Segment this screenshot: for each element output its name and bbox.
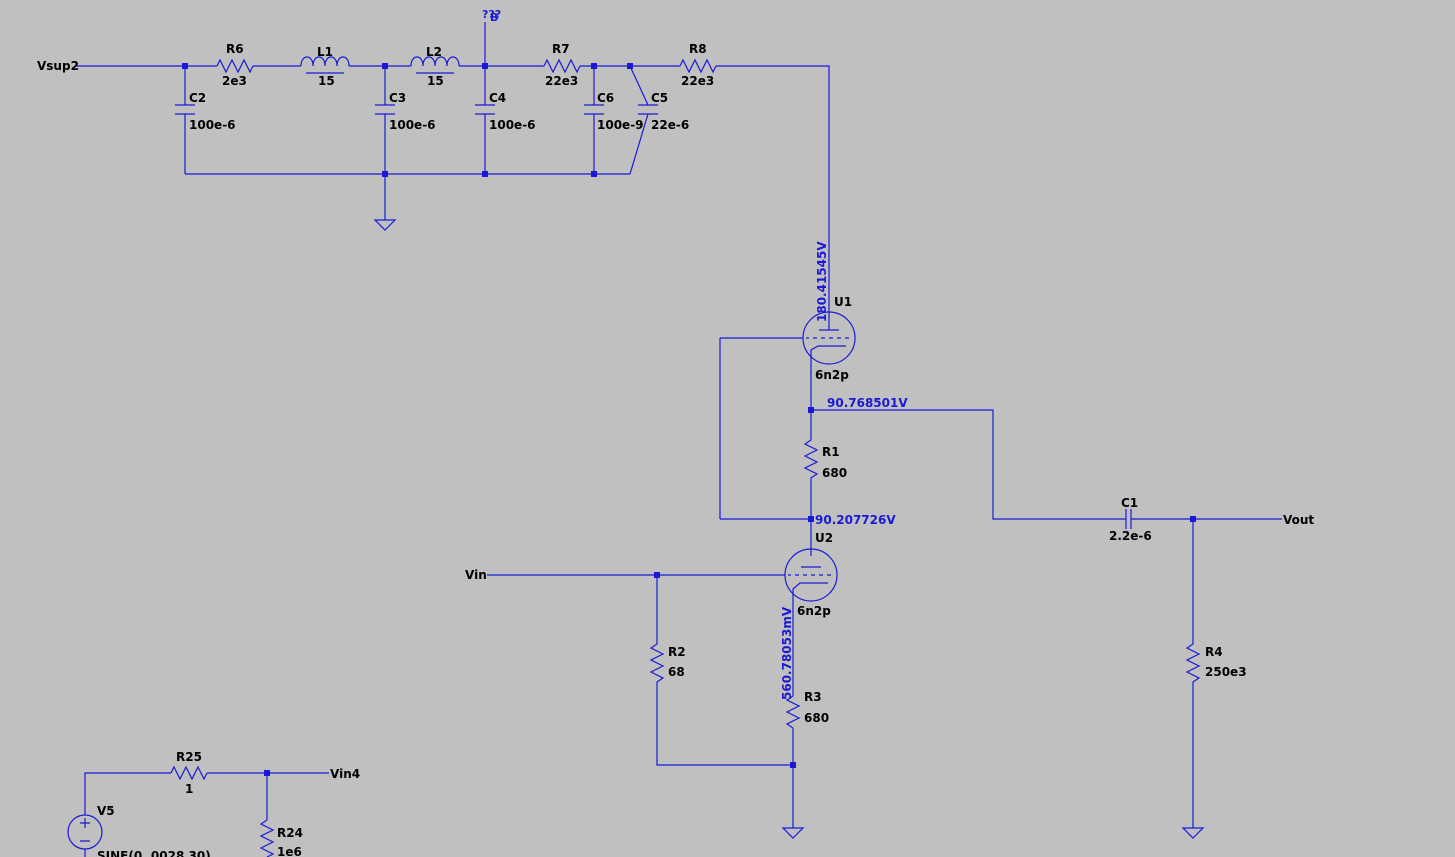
capacitor-c3[interactable]: C3 100e-6 — [375, 91, 436, 132]
net-label-vsup2[interactable]: Vsup2 — [37, 59, 79, 73]
resistor-r7[interactable]: R7 22e3 — [543, 42, 581, 88]
junction-dot — [654, 572, 660, 578]
resistor-r1-value: 680 — [822, 466, 847, 480]
probe-u1-anode-voltage: 180.41545V — [815, 241, 829, 322]
junction-dot — [808, 407, 814, 413]
resistor-r1[interactable]: R1 680 — [803, 439, 847, 484]
probe-u1-cathode-voltage: 90.768501V — [827, 396, 908, 410]
capacitor-c1[interactable]: C1 2.2e-6 — [1109, 496, 1152, 543]
net-label-vout[interactable]: Vout — [1283, 513, 1314, 527]
wires — [76, 22, 1282, 857]
resistor-r24-ref: R24 — [277, 826, 303, 840]
inductor-l1-ref: L1 — [317, 45, 333, 59]
capacitor-c2-value: 100e-6 — [189, 118, 236, 132]
triode-u2-ref: U2 — [815, 531, 833, 545]
resistor-r7-value: 22e3 — [545, 74, 578, 88]
capacitor-c4[interactable]: C4 100e-6 — [475, 91, 536, 132]
inductor-l2-value: 15 — [427, 74, 444, 88]
resistor-r2-ref: R2 — [668, 645, 686, 659]
capacitor-c5[interactable]: C5 22e-6 — [638, 91, 689, 132]
junction-dot — [591, 171, 597, 177]
junction-dot — [482, 171, 488, 177]
resistor-r3-ref: R3 — [804, 690, 822, 704]
net-label-vin4[interactable]: Vin4 — [330, 767, 360, 781]
resistor-r1-ref: R1 — [822, 445, 840, 459]
junction-dot — [1190, 516, 1196, 522]
resistor-r6[interactable]: R6 2e3 — [216, 42, 254, 88]
triode-u2[interactable]: U2 6n2p — [784, 531, 838, 618]
junction-dot — [182, 63, 188, 69]
inductor-l1-value: 15 — [318, 74, 335, 88]
resistor-r25-value: 1 — [185, 782, 193, 796]
capacitor-c1-value: 2.2e-6 — [1109, 529, 1152, 543]
resistor-r2[interactable]: R2 68 — [649, 640, 686, 684]
net-label-unknown-probe[interactable]: ??? — [482, 8, 501, 21]
triode-u1[interactable]: U1 6n2p — [802, 295, 856, 382]
resistor-r25[interactable]: R25 1 — [170, 750, 208, 796]
voltage-source-v5-ref: V5 — [97, 804, 115, 818]
voltage-source-v5-value: SINE(0 .0028 30) — [97, 849, 211, 857]
junction-dot — [382, 63, 388, 69]
capacitor-c5-ref: C5 — [651, 91, 668, 105]
net-label-vin[interactable]: Vin — [465, 568, 487, 582]
inductor-l2[interactable]: L2 15 — [410, 45, 460, 88]
probe-marker-icon: B — [490, 11, 498, 24]
inductor-l1[interactable]: L1 15 — [300, 45, 350, 88]
capacitor-c4-value: 100e-6 — [489, 118, 536, 132]
ground-symbol — [781, 827, 805, 839]
triode-u1-ref: U1 — [834, 295, 852, 309]
capacitor-c5-value: 22e-6 — [651, 118, 689, 132]
resistor-r24-value: 1e6 — [277, 845, 302, 857]
capacitor-c2[interactable]: C2 100e-6 — [175, 91, 236, 132]
resistor-r2-value: 68 — [668, 665, 685, 679]
resistor-r8-value: 22e3 — [681, 74, 714, 88]
junction-dot — [627, 63, 633, 69]
resistor-r8[interactable]: R8 22e3 — [679, 42, 717, 88]
ground-symbol — [1181, 827, 1205, 839]
capacitor-c6-value: 100e-9 — [597, 118, 644, 132]
junction-dot — [382, 171, 388, 177]
capacitor-c2-ref: C2 — [189, 91, 206, 105]
resistor-r6-value: 2e3 — [222, 74, 247, 88]
resistor-r24[interactable]: R24 1e6 — [259, 819, 303, 857]
probe-u2-anode-voltage: 90.207726V — [815, 513, 896, 527]
ground-symbol — [373, 219, 397, 231]
voltage-source-v5[interactable]: V5 SINE(0 .0028 30) — [67, 804, 211, 857]
resistor-r3[interactable]: R3 680 — [785, 690, 829, 729]
capacitor-c4-ref: C4 — [489, 91, 506, 105]
resistor-r4[interactable]: R4 250e3 — [1185, 640, 1247, 684]
resistor-r4-ref: R4 — [1205, 645, 1223, 659]
capacitor-c3-value: 100e-6 — [389, 118, 436, 132]
junction-dot — [591, 63, 597, 69]
junction-dot — [264, 770, 270, 776]
triode-u2-value: 6n2p — [797, 604, 831, 618]
junction-dot — [808, 516, 814, 522]
resistor-r3-value: 680 — [804, 711, 829, 725]
resistor-r7-ref: R7 — [552, 42, 570, 56]
junctions — [182, 63, 1196, 776]
resistor-r6-ref: R6 — [226, 42, 244, 56]
resistor-r8-ref: R8 — [689, 42, 707, 56]
junction-dot — [482, 63, 488, 69]
resistor-r4-value: 250e3 — [1205, 665, 1247, 679]
capacitor-c3-ref: C3 — [389, 91, 406, 105]
junction-dot — [790, 762, 796, 768]
capacitor-c6[interactable]: C6 100e-9 — [584, 91, 644, 132]
triode-u1-value: 6n2p — [815, 368, 849, 382]
probe-u2-cathode-voltage: 560.78053mV — [780, 606, 794, 700]
resistor-r25-ref: R25 — [176, 750, 202, 764]
capacitor-c1-ref: C1 — [1121, 496, 1138, 510]
capacitor-c6-ref: C6 — [597, 91, 614, 105]
inductor-l2-ref: L2 — [426, 45, 442, 59]
